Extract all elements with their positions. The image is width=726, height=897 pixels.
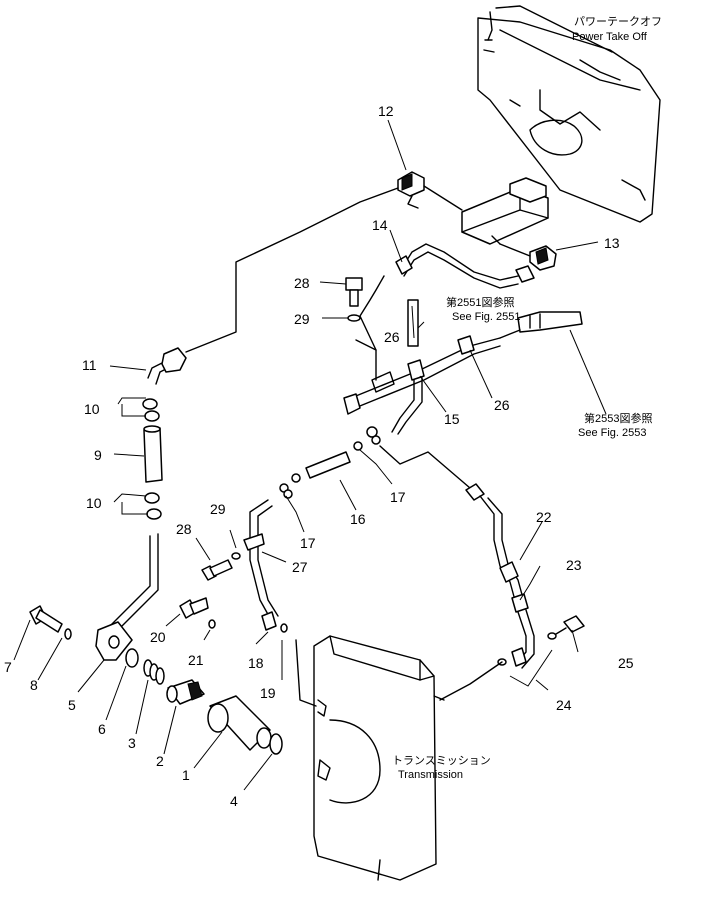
label-trans-jp: トランスミッション xyxy=(392,755,491,767)
elbow-fitting-13 xyxy=(529,245,557,271)
bolt-7 xyxy=(29,605,63,633)
callout-2: 2 xyxy=(156,753,164,769)
callout-13: 13 xyxy=(604,235,620,251)
callout-22: 22 xyxy=(536,509,552,525)
callout-29-lower: 29 xyxy=(210,501,226,517)
hose-9 xyxy=(143,425,163,483)
hose-line xyxy=(185,187,399,353)
callout-26-right: 26 xyxy=(494,397,510,413)
callout-24: 24 xyxy=(556,697,572,713)
pipe-27 xyxy=(231,499,288,633)
bolt-20 xyxy=(179,597,209,619)
callout-10-lower: 10 xyxy=(86,495,102,511)
callout-18: 18 xyxy=(248,655,264,671)
washer-8 xyxy=(64,628,72,640)
valve-block xyxy=(461,177,549,245)
callout-25: 25 xyxy=(618,655,634,671)
o-ring-4 xyxy=(269,733,283,755)
callout-19: 19 xyxy=(260,685,276,701)
callout-17-left: 17 xyxy=(300,535,316,551)
callout-20: 20 xyxy=(150,629,166,645)
callout-15: 15 xyxy=(444,411,460,427)
pipe-to-2553 xyxy=(499,311,583,339)
bolt-28-lower xyxy=(201,559,233,581)
callout-11: 11 xyxy=(82,357,97,373)
label-ref2551-jp: 第2551図参照 xyxy=(446,295,514,309)
bolt-25 xyxy=(555,615,585,635)
bolt-28-upper xyxy=(345,277,363,307)
callout-28-upper: 28 xyxy=(294,275,310,291)
clamps-10-upper xyxy=(142,398,160,422)
clamps-17-right xyxy=(353,426,381,451)
callout-5: 5 xyxy=(68,697,76,713)
tube-assembly-15 xyxy=(343,275,501,435)
tube-16 xyxy=(305,451,351,479)
callout-28-lower: 28 xyxy=(176,521,192,537)
callout-3: 3 xyxy=(128,735,136,751)
callout-4: 4 xyxy=(230,793,238,809)
callout-26-left: 26 xyxy=(384,329,400,345)
label-pto-jp: パワーテークオフ xyxy=(574,15,662,28)
callout-17-right: 17 xyxy=(390,489,406,505)
callout-7: 7 xyxy=(4,659,12,675)
label-ref2551-en: See Fig. 2551 xyxy=(452,311,521,323)
pipe-14 xyxy=(395,243,535,289)
text-labels: パワーテークオフ Power Take Off 第2551図参照 See Fig… xyxy=(4,15,662,809)
transmission-housing xyxy=(313,635,445,881)
callout-10-upper: 10 xyxy=(84,401,100,417)
label-ref2553-en: See Fig. 2553 xyxy=(578,427,647,439)
leader-lines xyxy=(13,119,607,791)
clamps-17-left xyxy=(279,473,301,499)
pipe-24 xyxy=(497,609,557,669)
hose-22 xyxy=(465,483,529,613)
washer-29-upper xyxy=(347,314,361,322)
label-trans-en: Transmission xyxy=(398,769,463,781)
callout-1: 1 xyxy=(182,767,190,783)
adapter-1 xyxy=(207,695,272,751)
callout-27: 27 xyxy=(292,559,308,575)
spring-3 xyxy=(143,659,165,685)
elbow-fitting-12 xyxy=(397,171,425,209)
clamps-10-lower xyxy=(144,492,162,520)
callout-29-upper: 29 xyxy=(294,311,310,327)
washer-21 xyxy=(208,619,216,629)
callout-23: 23 xyxy=(566,557,582,573)
callout-14: 14 xyxy=(372,217,388,233)
callout-8: 8 xyxy=(30,677,38,693)
callout-12: 12 xyxy=(378,103,394,119)
o-ring-6 xyxy=(125,648,139,668)
power-take-off-housing xyxy=(477,5,661,223)
label-ref2553-jp: 第2553図参照 xyxy=(584,411,652,425)
valve-2 xyxy=(166,679,205,705)
callout-9: 9 xyxy=(94,447,102,463)
tube-11 xyxy=(147,347,187,385)
pipe-5 xyxy=(95,533,159,661)
callout-21: 21 xyxy=(188,652,204,668)
callout-6: 6 xyxy=(98,721,106,737)
callout-16: 16 xyxy=(350,511,366,527)
label-pto-en: Power Take Off xyxy=(572,31,648,43)
